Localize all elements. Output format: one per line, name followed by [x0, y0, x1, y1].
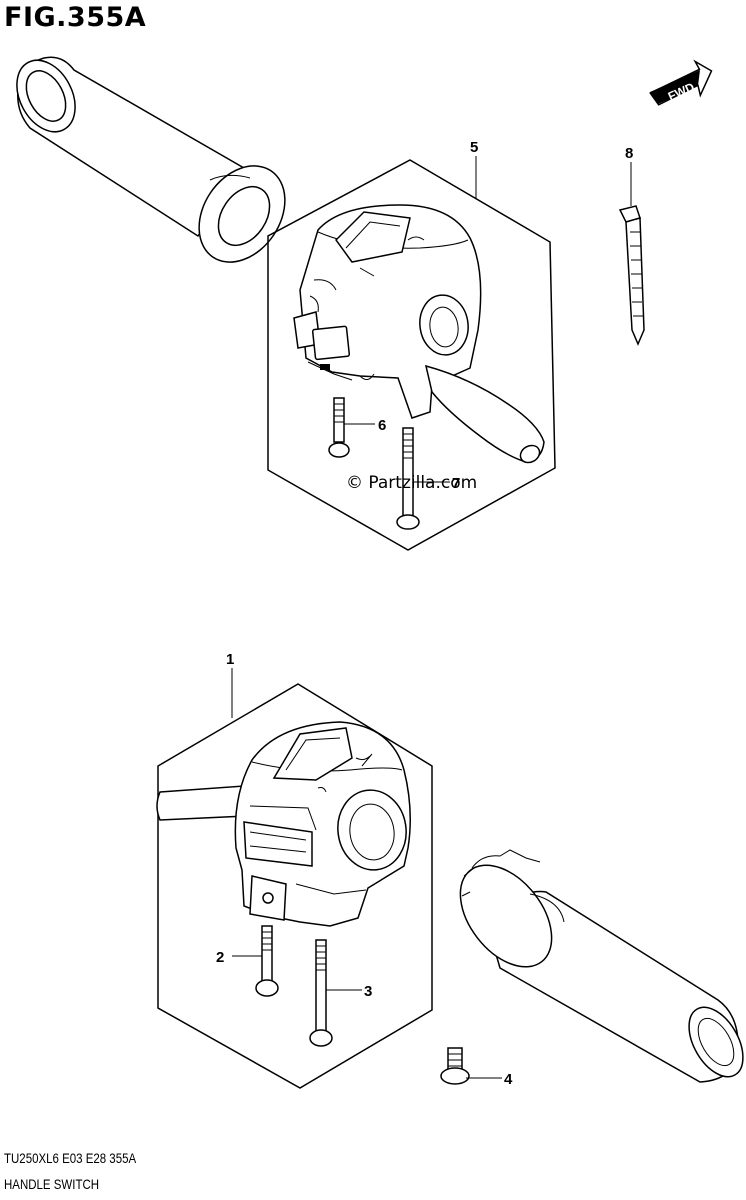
switch-housing-left[interactable]: [156, 721, 411, 927]
watermark-text: © Partzilla.com: [346, 473, 477, 493]
callout-6: 6: [378, 417, 386, 434]
cable-tie-8[interactable]: [618, 162, 645, 346]
footer-model-code: TU250XL6 E03 E28 355A: [4, 1150, 137, 1166]
left-grip[interactable]: [5, 50, 302, 278]
screw-3[interactable]: [309, 939, 362, 1047]
switch-housing-right[interactable]: [293, 204, 545, 466]
callout-2: 2: [216, 949, 224, 966]
screw-7[interactable]: [396, 427, 450, 530]
assembly-frame-5: [267, 159, 556, 551]
footer-part-name: HANDLE SWITCH: [4, 1176, 100, 1192]
callout-8: 8: [625, 145, 633, 162]
callout-5: 5: [470, 139, 478, 156]
right-grip[interactable]: [442, 848, 746, 1086]
figure-title: FIG.355A: [4, 2, 147, 33]
screw-2[interactable]: [232, 925, 279, 997]
callout-3: 3: [364, 983, 372, 1000]
callout-1: 1: [226, 651, 234, 668]
assembly-frame-1: [157, 683, 433, 1089]
callout-7: 7: [452, 475, 460, 492]
screw-6[interactable]: [328, 397, 375, 458]
fwd-arrow: FWD: [649, 59, 713, 106]
callout-4: 4: [504, 1071, 513, 1088]
screw-4[interactable]: [440, 1047, 502, 1085]
